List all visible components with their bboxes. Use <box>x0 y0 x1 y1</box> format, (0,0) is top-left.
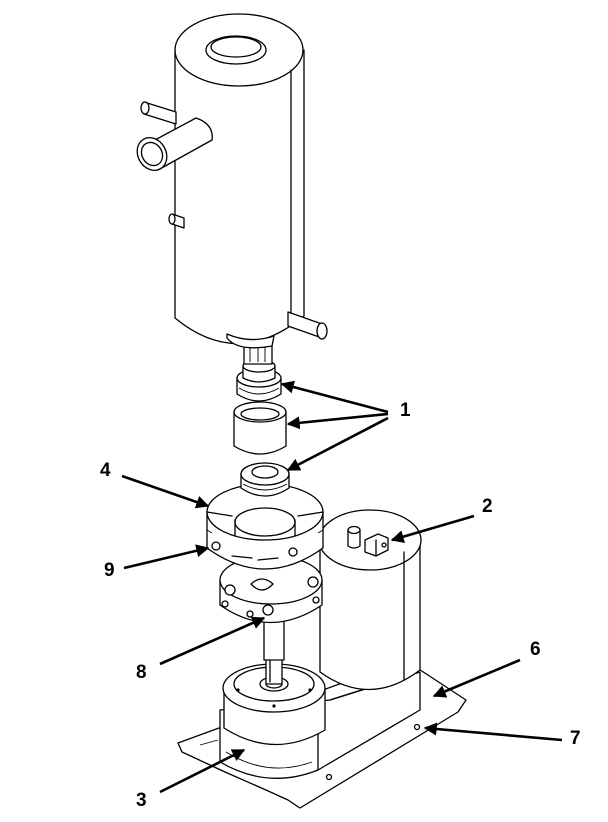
bushing-sleeve <box>233 401 287 455</box>
bearing-ring <box>240 462 290 497</box>
arrow-1b <box>286 412 389 430</box>
callout-3: 3 <box>136 790 147 811</box>
inlet-pipe-small-top <box>140 101 177 125</box>
arrow-4 <box>121 474 210 509</box>
column-housing <box>174 13 305 349</box>
callout-labels: 1 2 3 4 6 7 8 9 <box>100 400 581 811</box>
base-plate-screw <box>325 773 333 781</box>
callout-6: 6 <box>530 639 541 660</box>
arrow-9 <box>123 544 210 570</box>
upper-flange <box>206 483 324 570</box>
arrow-6 <box>432 658 521 698</box>
base-plate-hole <box>413 723 421 731</box>
arrow-2 <box>390 514 475 543</box>
drive-motor <box>222 649 326 746</box>
callout-arrows <box>121 380 563 794</box>
callout-1: 1 <box>400 400 411 421</box>
callout-4: 4 <box>100 460 111 481</box>
arrow-1c <box>286 416 389 472</box>
arrow-8 <box>159 616 266 666</box>
upper-coupling <box>236 359 282 402</box>
reservoir-housing <box>318 509 422 691</box>
callout-2: 2 <box>482 496 493 517</box>
callout-8: 8 <box>136 662 147 683</box>
arrow-7 <box>423 722 563 742</box>
outlet-pipe <box>287 311 328 340</box>
arrow-1a <box>280 380 389 414</box>
arrow-3 <box>159 748 246 794</box>
callout-7: 7 <box>570 728 581 749</box>
callout-9: 9 <box>104 560 115 581</box>
inlet-pipe-small-mid <box>168 213 185 229</box>
lower-flange <box>219 555 323 624</box>
inlet-pipe-large <box>136 117 213 171</box>
